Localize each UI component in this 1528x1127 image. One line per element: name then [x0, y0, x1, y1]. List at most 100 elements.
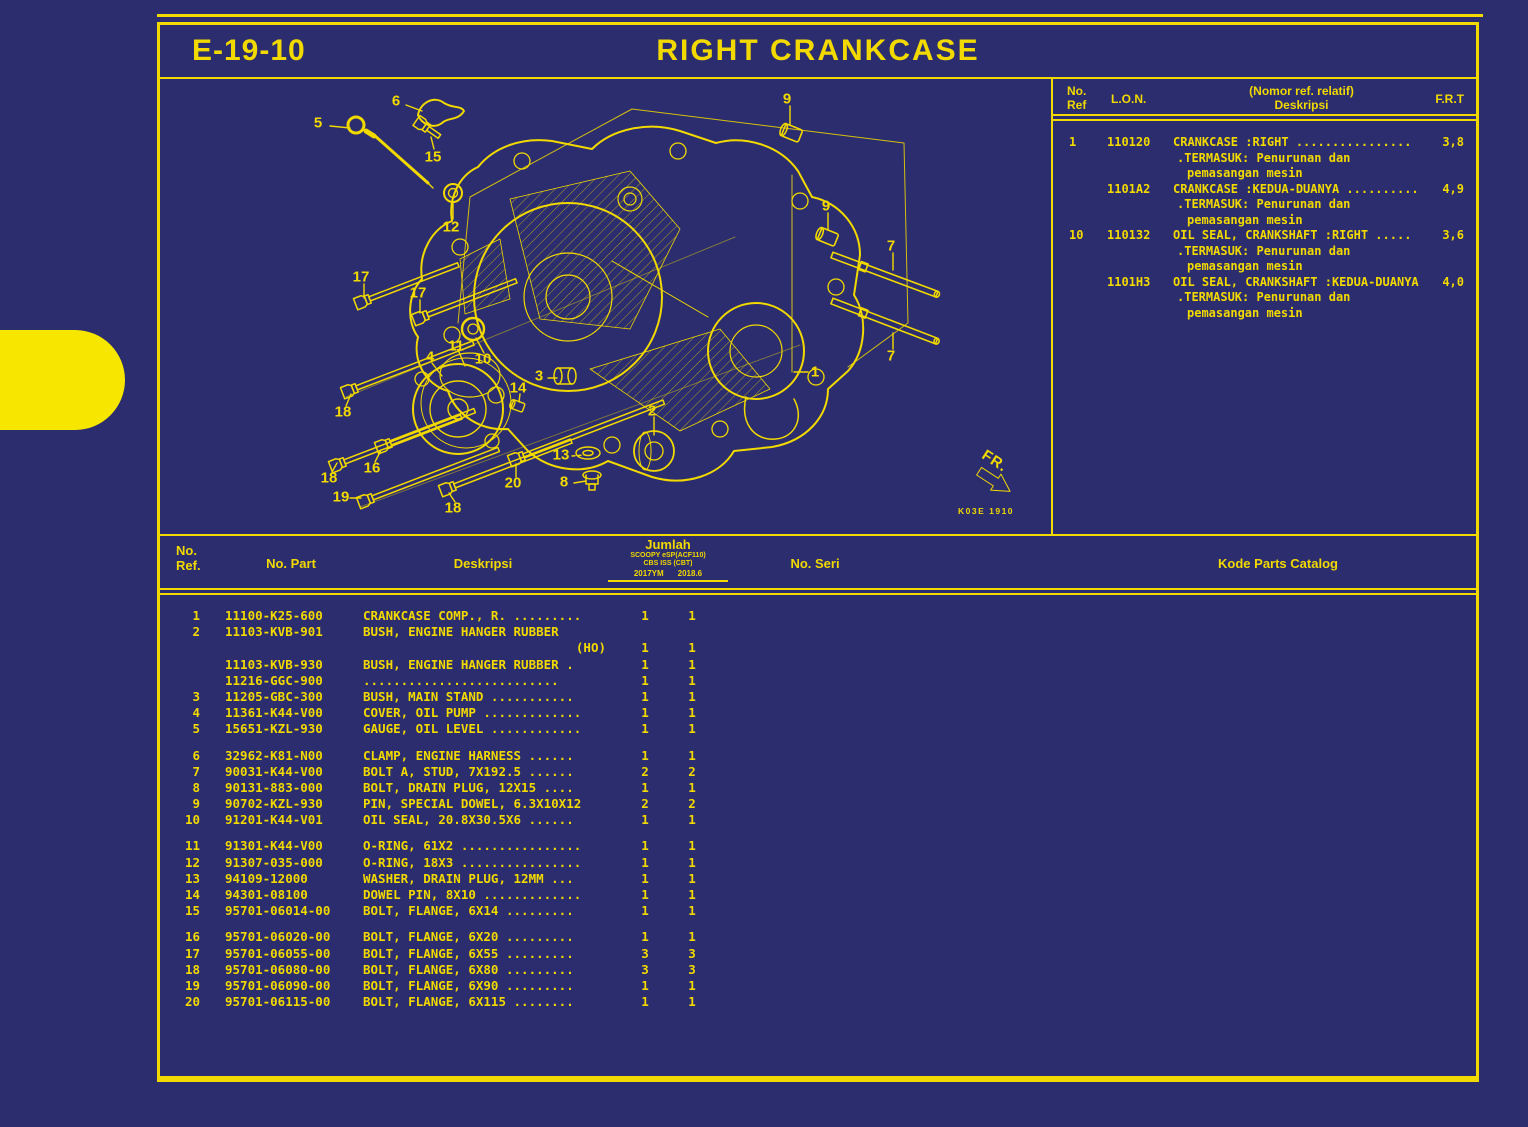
drain-plug-washer — [575, 446, 601, 460]
parts-number: 95701-06090-00 — [225, 977, 331, 993]
drain-plug-bolt — [582, 470, 602, 491]
lon-header-frt: F.R.T — [1435, 92, 1464, 106]
parts-qty-2: 3 — [688, 945, 696, 961]
parts-row: 1 11100-K25-600 CRANKCASE COMP., R. ......… — [160, 608, 1476, 624]
parts-description: BOLT, FLANGE, 6X14 ......... — [363, 903, 574, 919]
parts-qty-1: 1 — [641, 812, 649, 828]
oil-pump-cover — [412, 357, 512, 455]
special-dowel-pin — [779, 122, 803, 143]
lon-reference-panel: No. Ref L.O.N. (Nomor ref. relatif) Desk… — [1051, 79, 1476, 534]
parts-qty-2: 1 — [688, 903, 696, 919]
parts-qty-2: 1 — [688, 977, 696, 993]
parts-header-jumlah: Jumlah SCOOPY eSP(ACF110) CBS ISS (CBT) … — [593, 538, 743, 582]
stud-bolt-7x192 — [830, 251, 941, 298]
parts-number: 90131-883-000 — [225, 779, 323, 795]
parts-description: BUSH, ENGINE HANGER RUBBER . — [363, 656, 574, 672]
parts-group-gap — [160, 919, 1476, 929]
parts-number: 94109-12000 — [225, 870, 308, 886]
bush-main-stand — [553, 367, 577, 385]
parts-number: 11100-K25-600 — [225, 608, 323, 623]
bolt-flange-6x115 — [506, 399, 666, 468]
parts-description: (HO) — [575, 640, 606, 656]
diagram-callout-20: 20 — [504, 474, 522, 492]
parts-qty-2: 1 — [688, 779, 696, 795]
engine-hanger-bush — [633, 430, 675, 472]
parts-qty-2: 2 — [688, 763, 696, 779]
parts-description: GAUGE, OIL LEVEL ............ — [363, 721, 582, 737]
parts-description: CLAMP, ENGINE HARNESS ...... — [363, 747, 574, 763]
lon-sub-line: pemasangan mesin — [1187, 212, 1303, 227]
parts-qty-1: 1 — [641, 705, 649, 721]
lon-frt-value: 3,6 — [1442, 228, 1464, 242]
lon-description: OIL SEAL, CRANKSHAFT :RIGHT ..... — [1173, 228, 1412, 242]
left-bookmark-tab — [0, 330, 125, 430]
parts-ref: 14 — [184, 887, 200, 902]
parts-description: BOLT, FLANGE, 6X20 ......... — [363, 929, 574, 945]
diagram-callout-3: 3 — [534, 367, 544, 385]
parts-number: 95701-06014-00 — [225, 903, 331, 919]
parts-description: BOLT, FLANGE, 6X90 ......... — [363, 977, 574, 993]
parts-header-deskripsi: Deskripsi — [453, 556, 513, 571]
diagram-callout-1: 1 — [810, 363, 820, 381]
lon-header-noref: No. Ref — [1067, 84, 1087, 112]
parts-qty-2: 1 — [688, 640, 696, 656]
parts-description: O-RING, 61X2 ................ — [363, 838, 582, 854]
lon-description: CRANKCASE :RIGHT ................ — [1173, 135, 1412, 149]
lon-row: 1101H3 OIL SEAL, CRANKSHAFT :KEDUA-DUANYA… — [1069, 275, 1464, 291]
parts-number: 95701-06080-00 — [225, 961, 331, 977]
parts-qty-1: 1 — [641, 608, 649, 623]
parts-number: 11205-GBC-300 — [225, 688, 323, 704]
parts-qty-1: 1 — [641, 688, 649, 704]
parts-qty-1: 3 — [641, 961, 649, 977]
parts-header-year-columns: 2017YM 2018.6 — [608, 569, 728, 582]
parts-description: .......................... — [363, 672, 559, 688]
lon-ref: 10 — [1069, 228, 1084, 242]
parts-header-divider — [160, 588, 1476, 595]
drawing-code-label: K03E 1910 — [958, 506, 1014, 516]
parts-ref: 3 — [192, 688, 200, 704]
lon-ref: 1 — [1069, 135, 1077, 149]
parts-description: BUSH, MAIN STAND ........... — [363, 688, 574, 704]
parts-number: 11361-K44-V00 — [225, 705, 323, 721]
parts-table-header: No. Ref. No. Part Deskripsi Jumlah SCOOP… — [160, 536, 1476, 588]
parts-qty-1: 1 — [641, 994, 649, 1010]
parts-ref: 1 — [192, 608, 200, 623]
lon-description: OIL SEAL, CRANKSHAFT :KEDUA-DUANYA — [1173, 274, 1419, 289]
parts-ref: 9 — [192, 796, 200, 812]
diagram-callout-8: 8 — [559, 473, 569, 491]
parts-number: 91307-035-000 — [225, 854, 323, 870]
parts-row: 11216-GGC-900..........................1… — [160, 673, 1476, 689]
bolt-flange-6x90 — [355, 446, 501, 510]
parts-description: O-RING, 18X3 ................ — [363, 854, 582, 870]
parts-qty-2: 2 — [688, 796, 696, 812]
fr-direction-arrow: FR. — [976, 447, 1011, 492]
catalog-page: E-19-10 RIGHT CRANKCASE — [157, 22, 1479, 1082]
parts-qty-1: 1 — [641, 838, 649, 854]
parts-ref: 19 — [184, 977, 200, 993]
oil-level-gauge — [346, 115, 434, 189]
diagram-callout-18: 18 — [320, 469, 338, 487]
parts-qty-2: 1 — [688, 705, 696, 721]
lon-sub-line: .TERMASUK: Penurunan dan — [1177, 197, 1351, 211]
o-ring-18x3 — [443, 183, 463, 203]
bolt-flange-6x14 — [412, 114, 442, 140]
parts-description: BOLT, FLANGE, 6X80 ......... — [363, 961, 574, 977]
parts-qty-1: 1 — [641, 903, 649, 919]
diagram-callout-10: 10 — [474, 350, 492, 368]
page-title: RIGHT CRANKCASE — [656, 34, 980, 67]
lon-number: 1101H3 — [1107, 274, 1151, 289]
parts-ref: 10 — [184, 812, 200, 828]
parts-ref: 8 — [192, 779, 200, 795]
lon-header-row: No. Ref L.O.N. (Nomor ref. relatif) Desk… — [1053, 79, 1476, 114]
parts-description: CRANKCASE COMP., R. ......... — [363, 608, 582, 623]
parts-description: BOLT, FLANGE, 6X115 ........ — [363, 994, 574, 1010]
